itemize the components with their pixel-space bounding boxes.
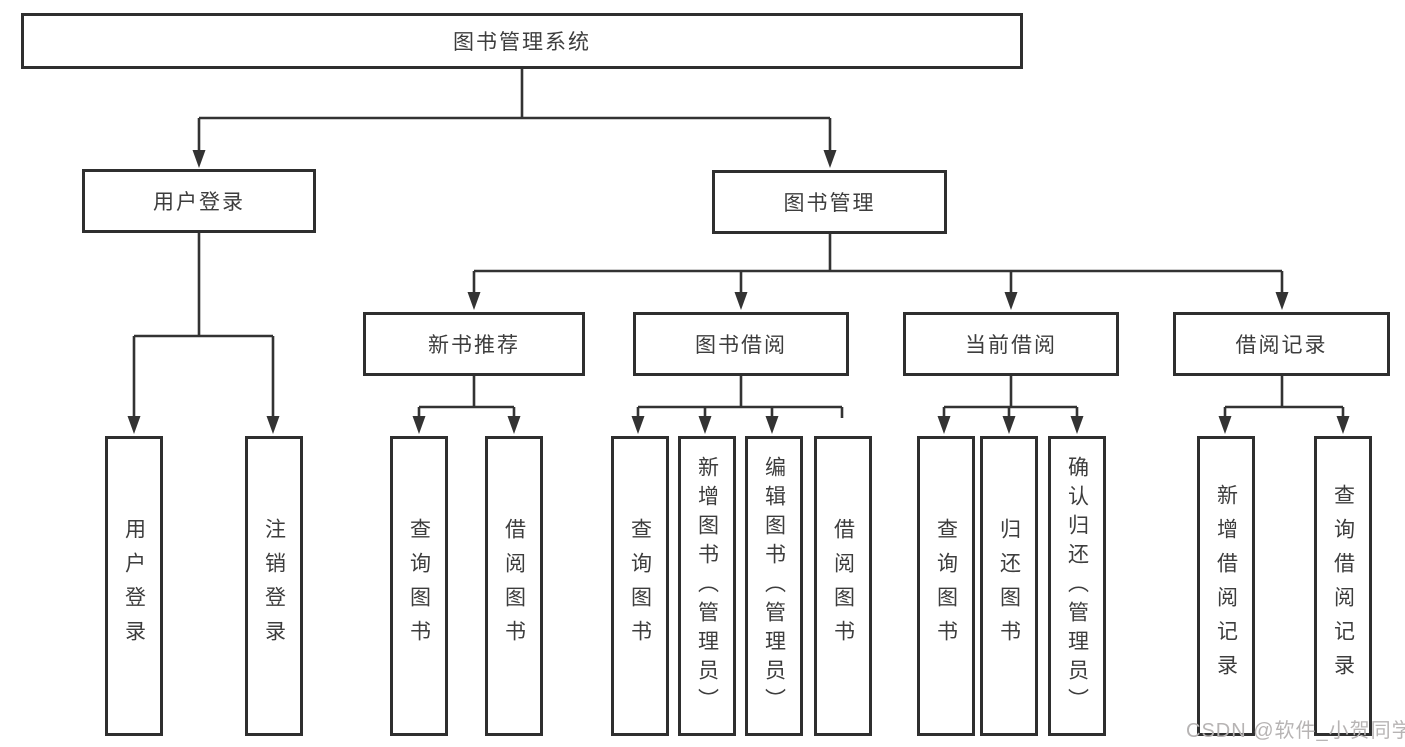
leaf-records-add-borrow-record: 新增借阅记录 [1197,436,1255,736]
node-user-login: 用户登录 [82,169,316,233]
arrowheads [127,150,1350,434]
leaf-recommend-borrow-books: 借阅图书 [485,436,543,736]
leaf-borrowing-borrow-books-label: 借阅图书 [831,518,855,654]
leaf-current-query-books-label: 查询图书 [934,518,958,654]
leaf-records-query-borrow-record-label: 查询借阅记录 [1331,484,1355,688]
leaf-borrowing-borrow-books: 借阅图书 [814,436,872,736]
node-library-system: 图书管理系统 [21,13,1023,69]
leaf-current-return-books-label: 归还图书 [997,518,1021,654]
leaf-logout: 注销登录 [245,436,303,736]
node-book-management: 图书管理 [712,170,947,234]
node-current-borrowing: 当前借阅 [903,312,1119,376]
leaf-recommend-borrow-books-label: 借阅图书 [502,518,526,654]
node-borrowing-records: 借阅记录 [1173,312,1390,376]
leaf-borrowing-add-books-admin-label: 新增图书（管理员） [695,455,719,717]
leaf-current-return-books: 归还图书 [980,436,1038,736]
leaf-recommend-query-books-label: 查询图书 [407,518,431,654]
leaf-borrowing-edit-books-admin-label: 编辑图书（管理员） [762,455,786,717]
watermark: CSDN @软件_小贺同学 [1186,720,1405,742]
leaf-borrowing-query-books-label: 查询图书 [628,518,652,654]
leaf-current-query-books: 查询图书 [917,436,975,736]
leaf-borrowing-add-books-admin: 新增图书（管理员） [678,436,736,736]
node-book-borrowing: 图书借阅 [633,312,849,376]
leaf-user-login: 用户登录 [105,436,163,736]
leaf-borrowing-query-books: 查询图书 [611,436,669,736]
leaf-borrowing-edit-books-admin: 编辑图书（管理员） [745,436,803,736]
leaf-current-confirm-return-admin: 确认归还（管理员） [1048,436,1106,736]
leaf-records-query-borrow-record: 查询借阅记录 [1314,436,1372,736]
node-new-book-recommendation: 新书推荐 [363,312,585,376]
leaf-records-add-borrow-record-label: 新增借阅记录 [1214,484,1238,688]
leaf-current-confirm-return-admin-label: 确认归还（管理员） [1065,455,1089,717]
leaf-logout-label: 注销登录 [262,518,286,654]
leaf-recommend-query-books: 查询图书 [390,436,448,736]
leaf-user-login-label: 用户登录 [122,518,146,654]
